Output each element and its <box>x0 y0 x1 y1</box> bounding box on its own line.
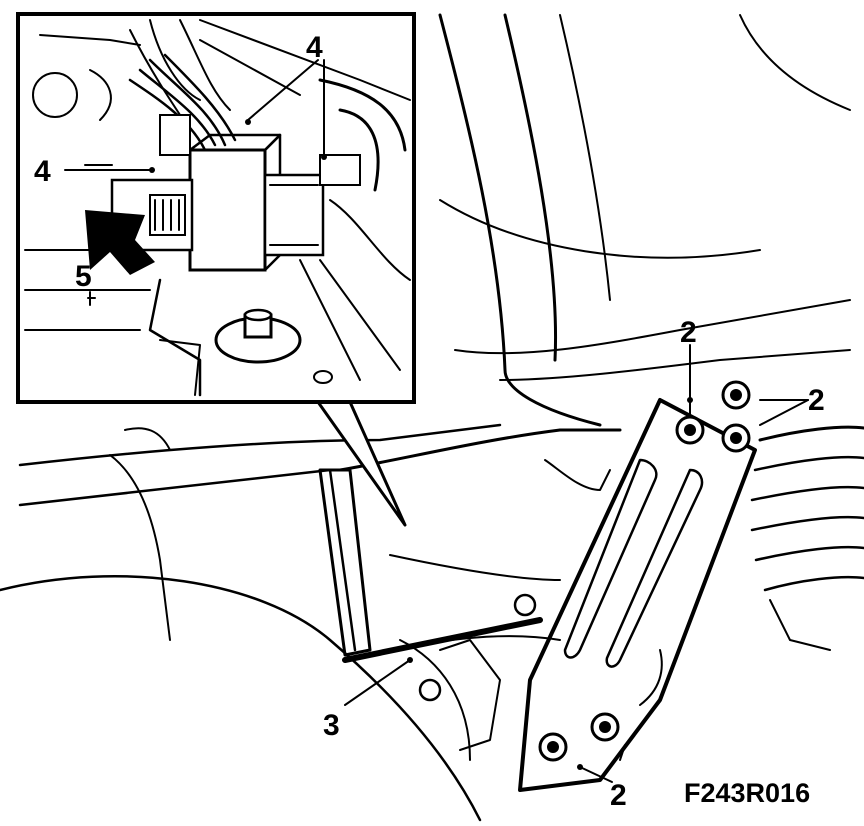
callout-2-bottom: 2 <box>610 779 627 812</box>
callout-3: 3 <box>323 709 340 742</box>
callout-4-left: 4 <box>34 155 51 188</box>
bolt-head-icon <box>214 308 302 364</box>
callout-4-top: 4 <box>306 31 323 64</box>
bolt-head-icon <box>721 423 751 453</box>
callout-2-right: 2 <box>808 384 825 417</box>
detail-inset <box>16 12 416 404</box>
bolt-head-icon <box>538 732 568 762</box>
bolt-head-icon <box>513 593 537 617</box>
bolt-head-icon <box>418 678 442 702</box>
figure-id: F243R016 <box>684 778 810 808</box>
zoom-pointer <box>316 400 407 527</box>
callout-2-top-left: 2 <box>680 316 697 349</box>
bolt-head-icon <box>721 380 751 410</box>
main-scene <box>0 13 864 822</box>
bolt-head-icon <box>675 415 705 445</box>
callout-5: 5 <box>75 260 92 293</box>
bellows <box>750 425 864 651</box>
bolt-head-icon <box>590 712 620 742</box>
large-black-arrow-icon <box>85 210 155 275</box>
